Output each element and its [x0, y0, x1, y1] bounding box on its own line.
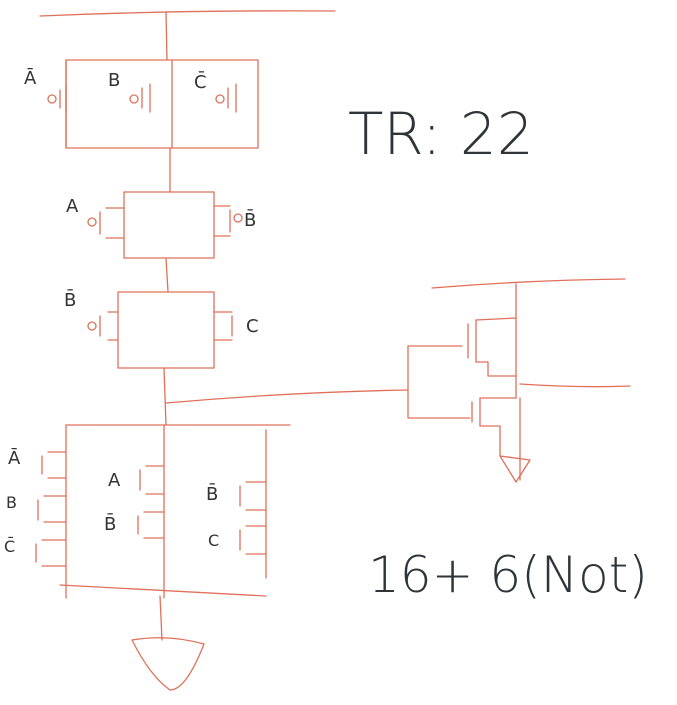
nmos-b2-in2: B̄	[104, 513, 116, 535]
output-node	[163, 367, 167, 426]
nmos-b2-in1: A	[108, 470, 121, 491]
pmos-s2-in2: B̄	[244, 209, 256, 231]
ground-wire	[159, 595, 163, 641]
pmos-stage-3: B̄ C	[64, 289, 259, 369]
inverter	[407, 278, 631, 483]
nmos-b1-in2: B	[6, 493, 17, 512]
transistor-breakdown: 16+ 6(Not)	[368, 546, 648, 604]
nmos-b3-in2: C	[208, 531, 219, 550]
pmos-s3-in1: B̄	[64, 289, 76, 311]
pmos-stage-1: Ā B C̄	[24, 59, 259, 149]
nmos-b1-in3: C̄	[4, 537, 15, 556]
transistor-count: TR: 22	[348, 100, 534, 168]
nmos-b1-in1: Ā	[8, 447, 21, 469]
vdd-drop	[165, 11, 168, 61]
pmos-s2-in1: A	[66, 196, 79, 217]
link-2-3	[165, 257, 169, 293]
pmos-s1-in3: C̄	[194, 71, 207, 93]
nmos-b3-in1: B̄	[206, 483, 218, 505]
pmos-stage-2: A B̄	[66, 191, 256, 259]
vdd-rail	[39, 10, 336, 17]
nmos-network: Ā B C̄ A B̄ B̄ C	[4, 424, 291, 599]
pmos-s3-in2: C	[246, 316, 259, 337]
pmos-s1-in1: Ā	[24, 67, 37, 89]
ground-symbol	[131, 637, 205, 691]
output-wire	[165, 389, 409, 404]
pmos-s1-in2: B	[108, 70, 120, 91]
